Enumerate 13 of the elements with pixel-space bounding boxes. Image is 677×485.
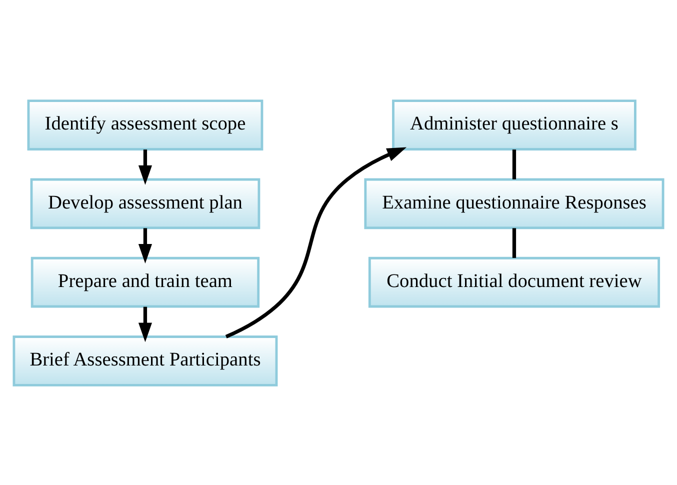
node-box: Brief Assessment Participants (12, 335, 278, 386)
arrow (138, 149, 152, 184)
arrow (138, 228, 152, 263)
connector (512, 149, 516, 179)
arrow (225, 146, 407, 338)
node-box: Administer questionnaire s (392, 99, 636, 150)
node-box: Conduct Initial document review (368, 256, 660, 308)
node-box: Examine questionnaire Responses (364, 178, 664, 229)
node-box: Identify assessment scope (27, 99, 264, 150)
connector (512, 228, 516, 258)
node-box: Prepare and train team (30, 256, 260, 308)
arrow (138, 306, 152, 342)
node-box: Develop assessment plan (30, 178, 260, 229)
